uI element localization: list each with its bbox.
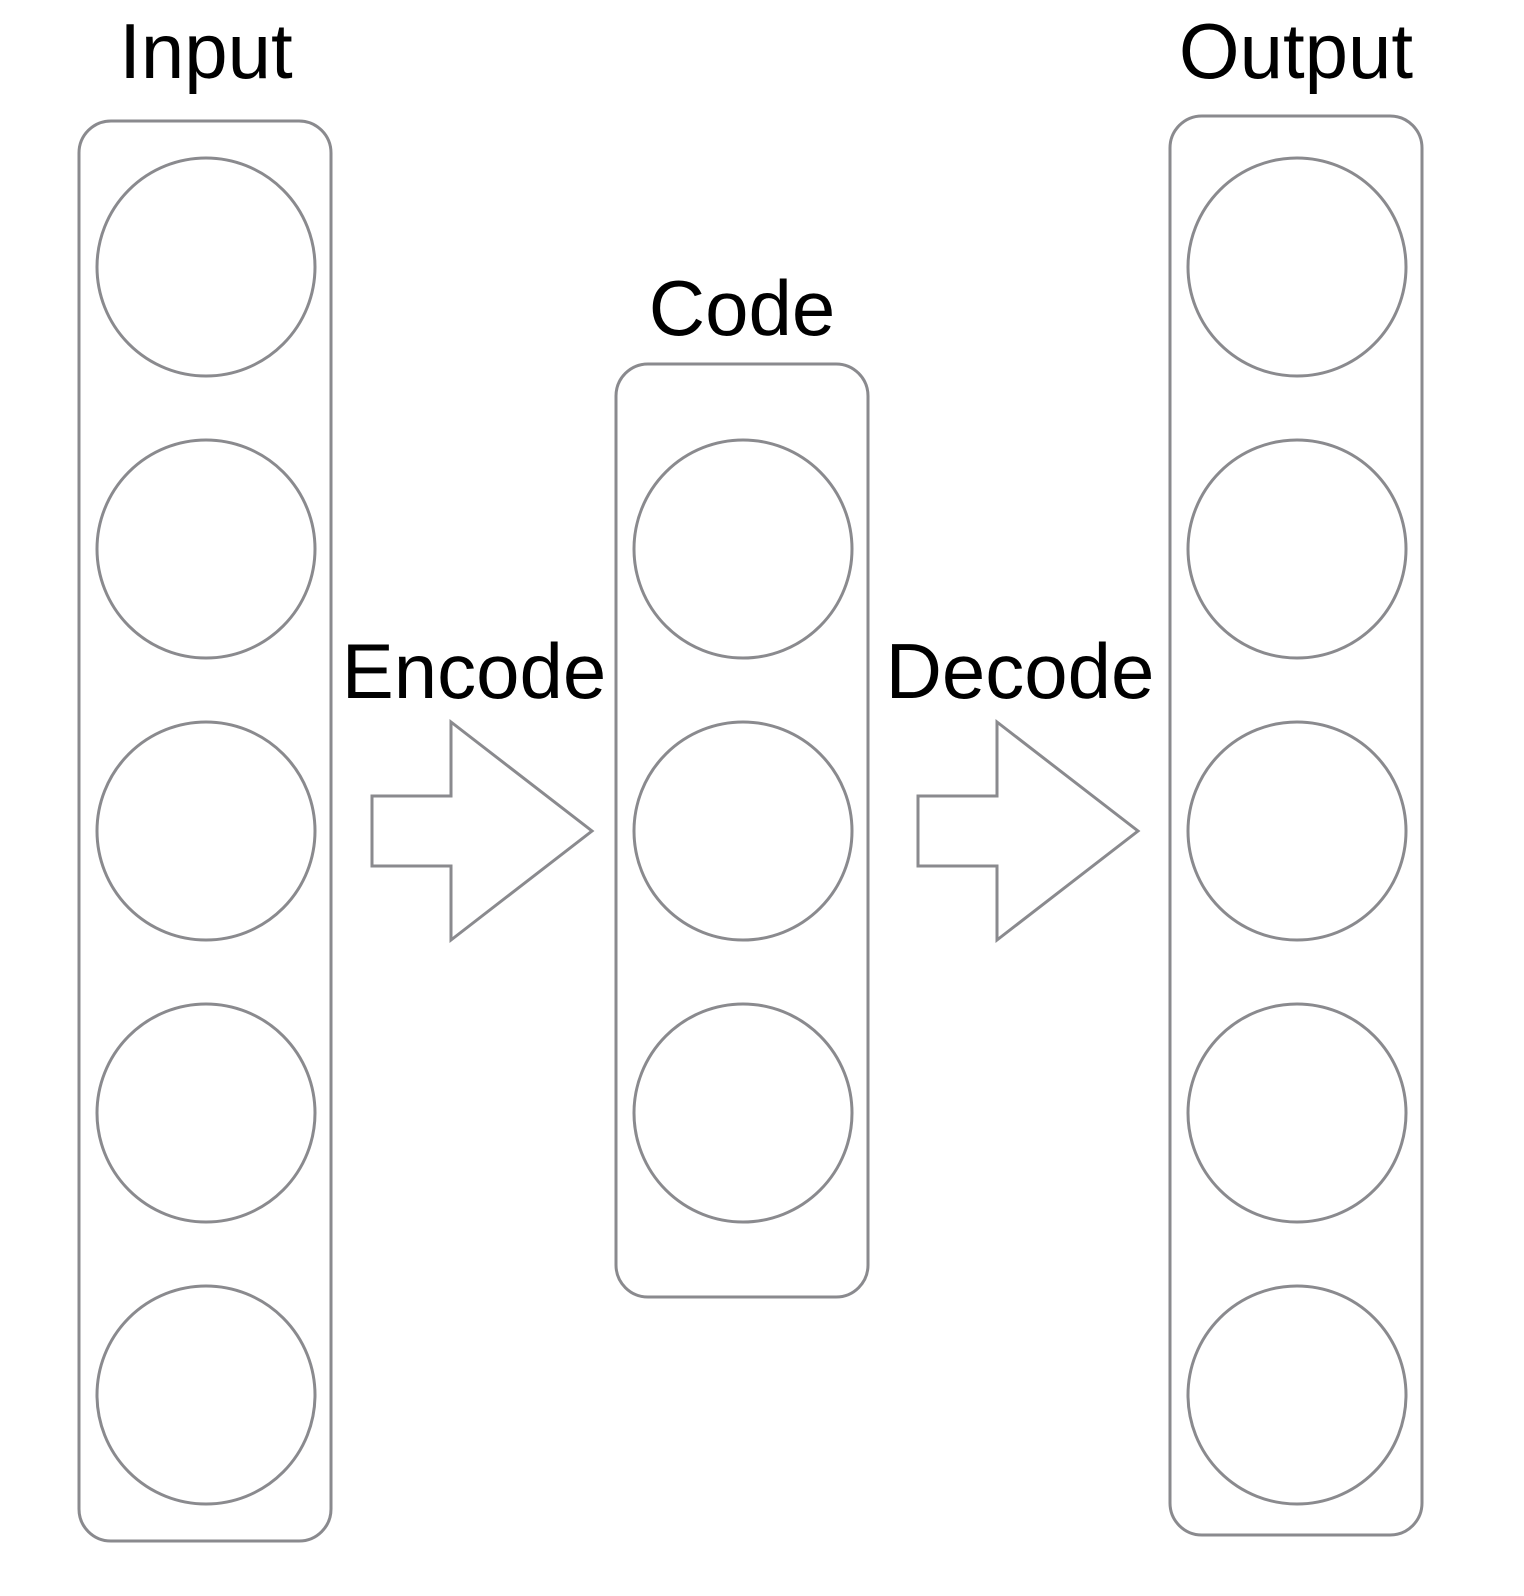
input-node <box>95 438 317 660</box>
encode-label: Encode <box>342 627 607 715</box>
input-node <box>95 156 317 378</box>
decode-arrow <box>916 718 1141 944</box>
input-layer-box <box>77 119 333 1543</box>
output-node <box>1186 156 1408 378</box>
code-layer-label: Code <box>649 264 835 352</box>
output-layer-label: Output <box>1179 7 1413 95</box>
output-layer <box>1168 114 1424 1537</box>
encode-arrow <box>370 718 595 944</box>
output-layer-box <box>1168 114 1424 1537</box>
input-node <box>95 1284 317 1506</box>
output-node <box>1186 1002 1408 1224</box>
decode-label: Decode <box>886 627 1155 715</box>
code-layer-box <box>614 362 870 1299</box>
output-node <box>1186 720 1408 942</box>
output-node <box>1186 1284 1408 1506</box>
code-node <box>632 1002 854 1224</box>
output-node <box>1186 438 1408 660</box>
input-layer <box>77 119 333 1543</box>
input-node <box>95 720 317 942</box>
input-node <box>95 1002 317 1224</box>
input-layer-label: Input <box>119 7 293 95</box>
code-node <box>632 720 854 942</box>
code-node <box>632 438 854 660</box>
code-layer <box>614 362 870 1299</box>
